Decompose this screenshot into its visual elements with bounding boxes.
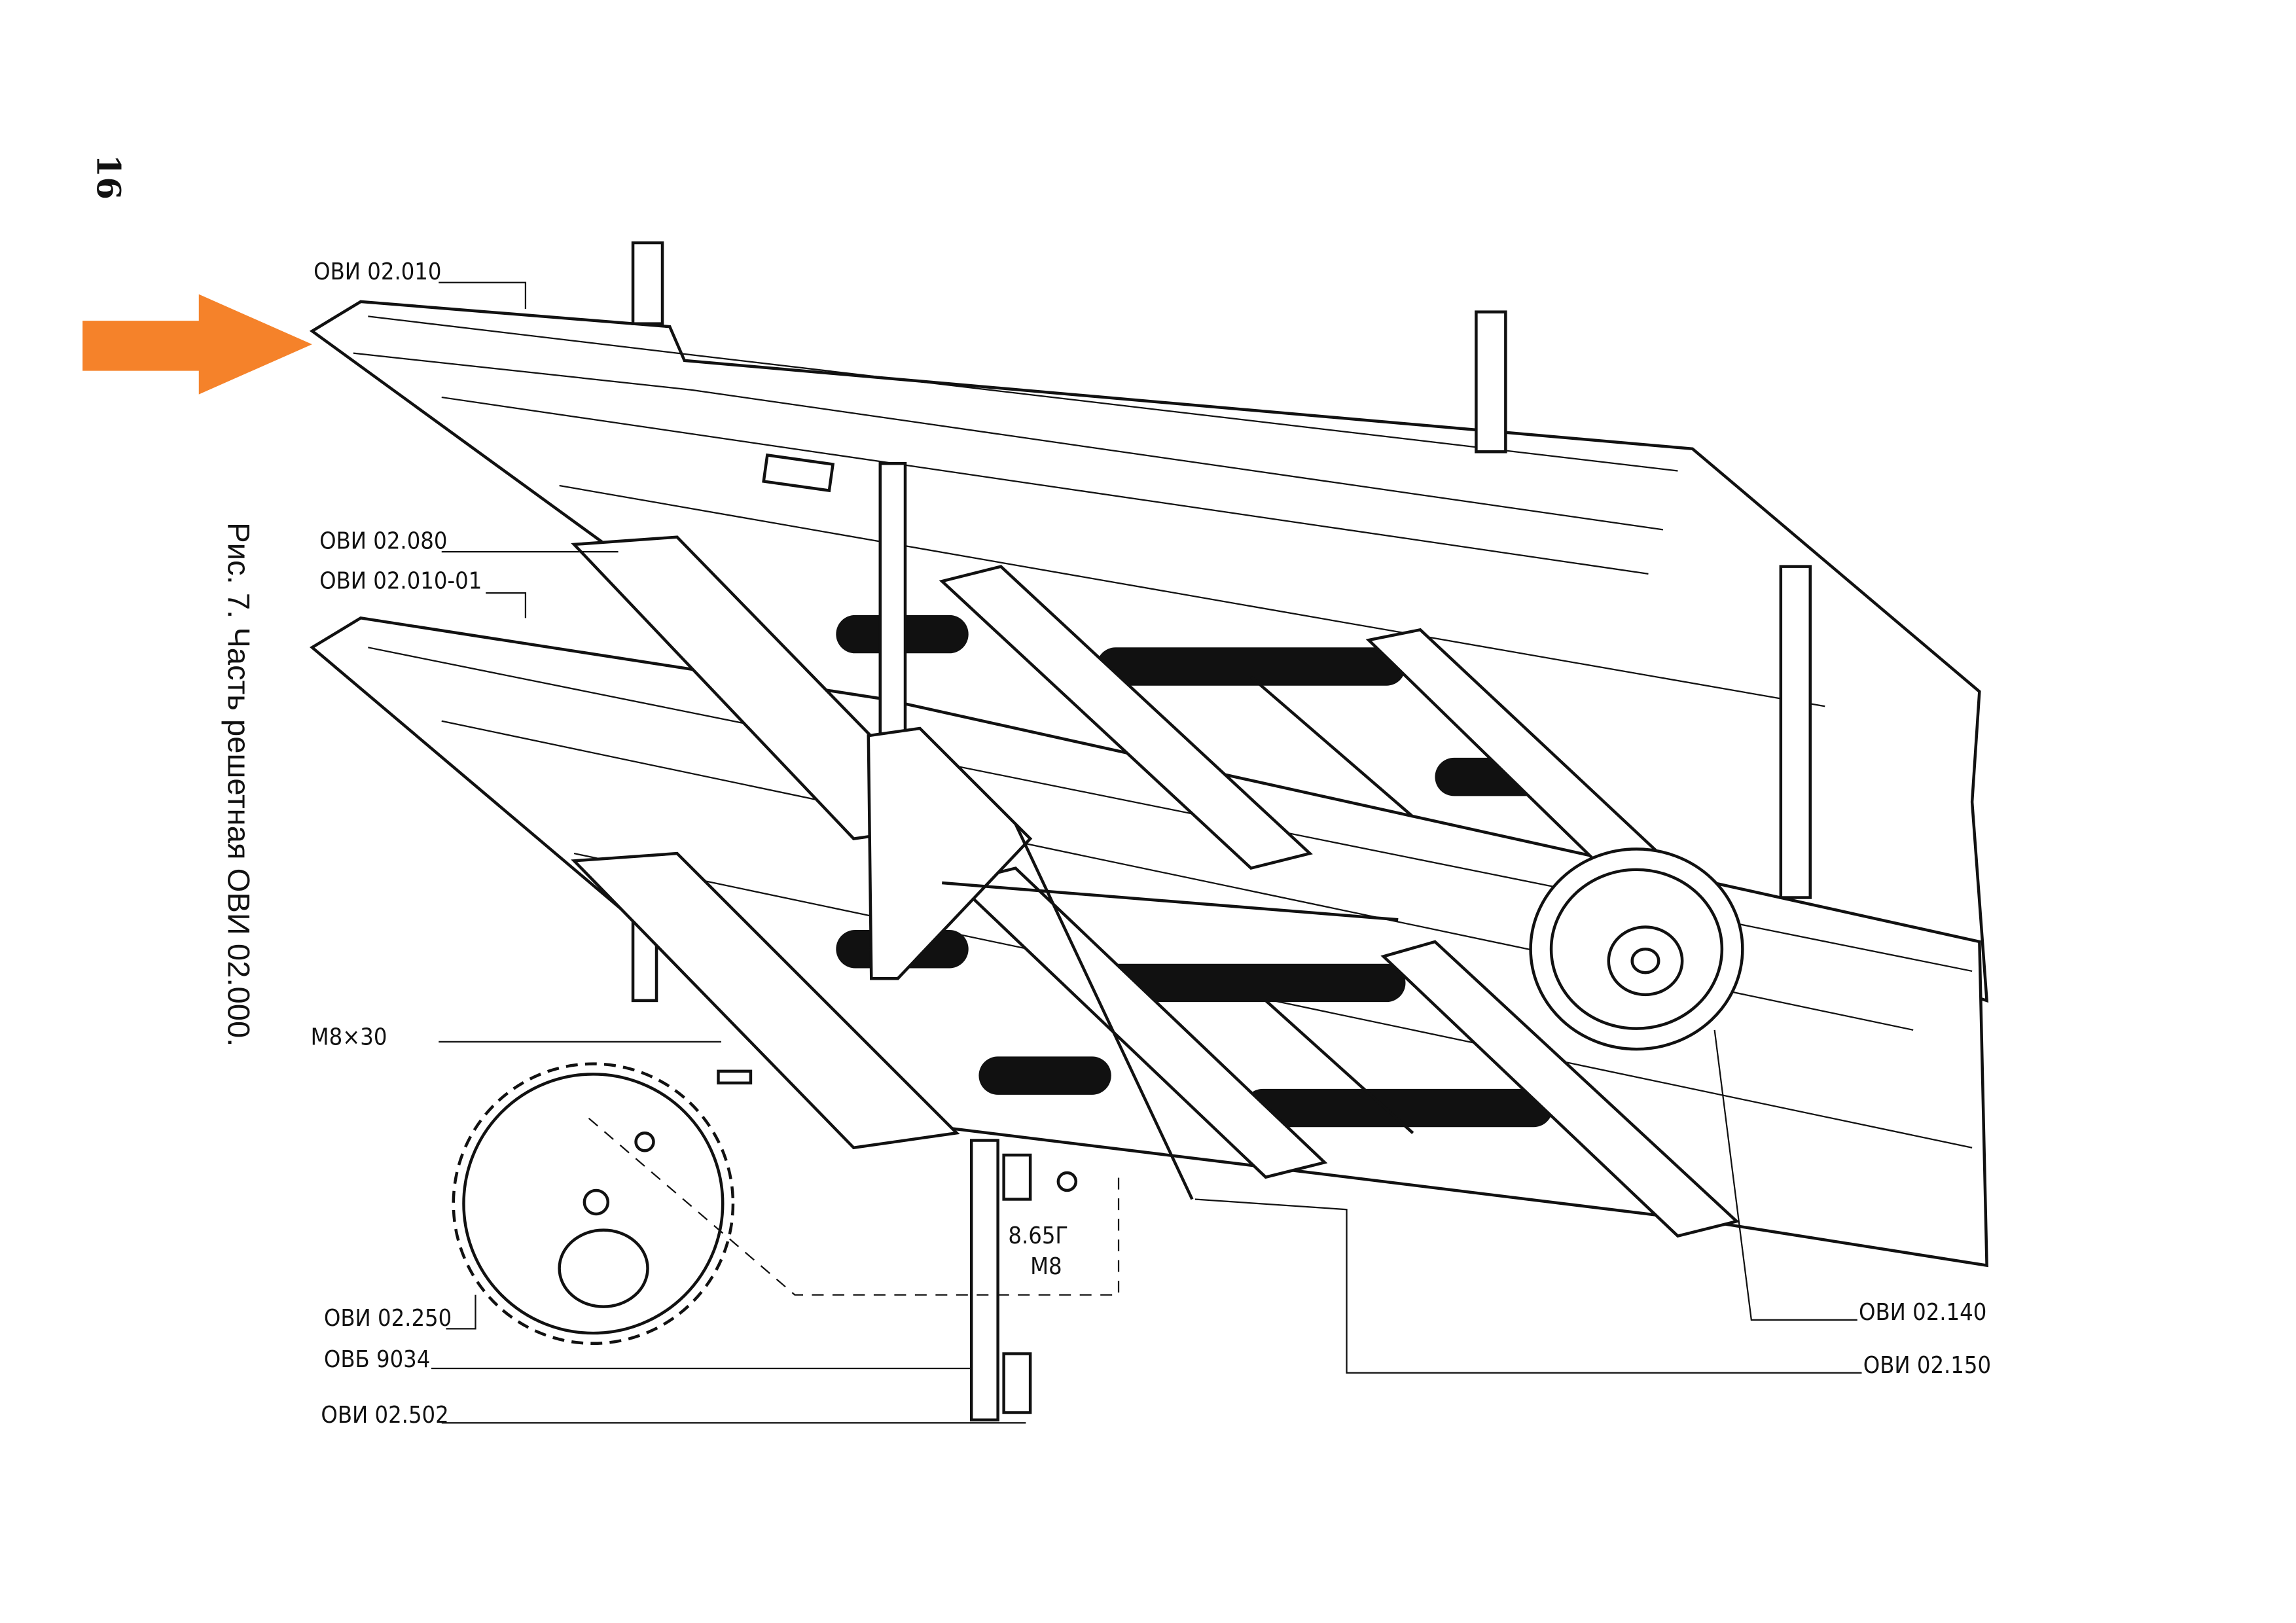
pulley-wheel bbox=[1529, 847, 1744, 1051]
part-label-8-65g: 8.65Г bbox=[1008, 1222, 1068, 1249]
page-number: 16 bbox=[90, 154, 128, 200]
figure-caption: Рис. 7. Часть решетная ОВИ 02.000. bbox=[221, 522, 256, 1046]
part-label-m8x30: М8×30 bbox=[311, 1024, 387, 1050]
pointer-arrow-icon bbox=[82, 294, 312, 395]
part-label-ovb-9034: ОВБ 9034 bbox=[324, 1346, 430, 1373]
sieve-slots bbox=[836, 615, 1568, 1128]
part-label-ovi-02-250: ОВИ 02.250 bbox=[324, 1305, 452, 1332]
drive-lever bbox=[867, 462, 1812, 1200]
part-label-ovi-02-502: ОВИ 02.502 bbox=[321, 1402, 448, 1429]
diagonal-braces bbox=[571, 535, 1740, 1238]
part-label-ovi-02-010: ОВИ 02.010 bbox=[314, 259, 441, 285]
part-label-m8: М8 bbox=[1030, 1253, 1062, 1280]
mounting-plates bbox=[588, 1117, 1120, 1421]
part-label-ovi-02-140: ОВИ 02.140 bbox=[1859, 1299, 1986, 1326]
part-label-ovi-02-080: ОВИ 02.080 bbox=[319, 528, 447, 555]
part-label-ovi-02-010-01: ОВИ 02.010-01 bbox=[319, 567, 482, 594]
leader-lines bbox=[431, 281, 1862, 1424]
part-label-ovi-02-150: ОВИ 02.150 bbox=[1863, 1352, 1991, 1379]
sprocket bbox=[452, 1062, 753, 1346]
